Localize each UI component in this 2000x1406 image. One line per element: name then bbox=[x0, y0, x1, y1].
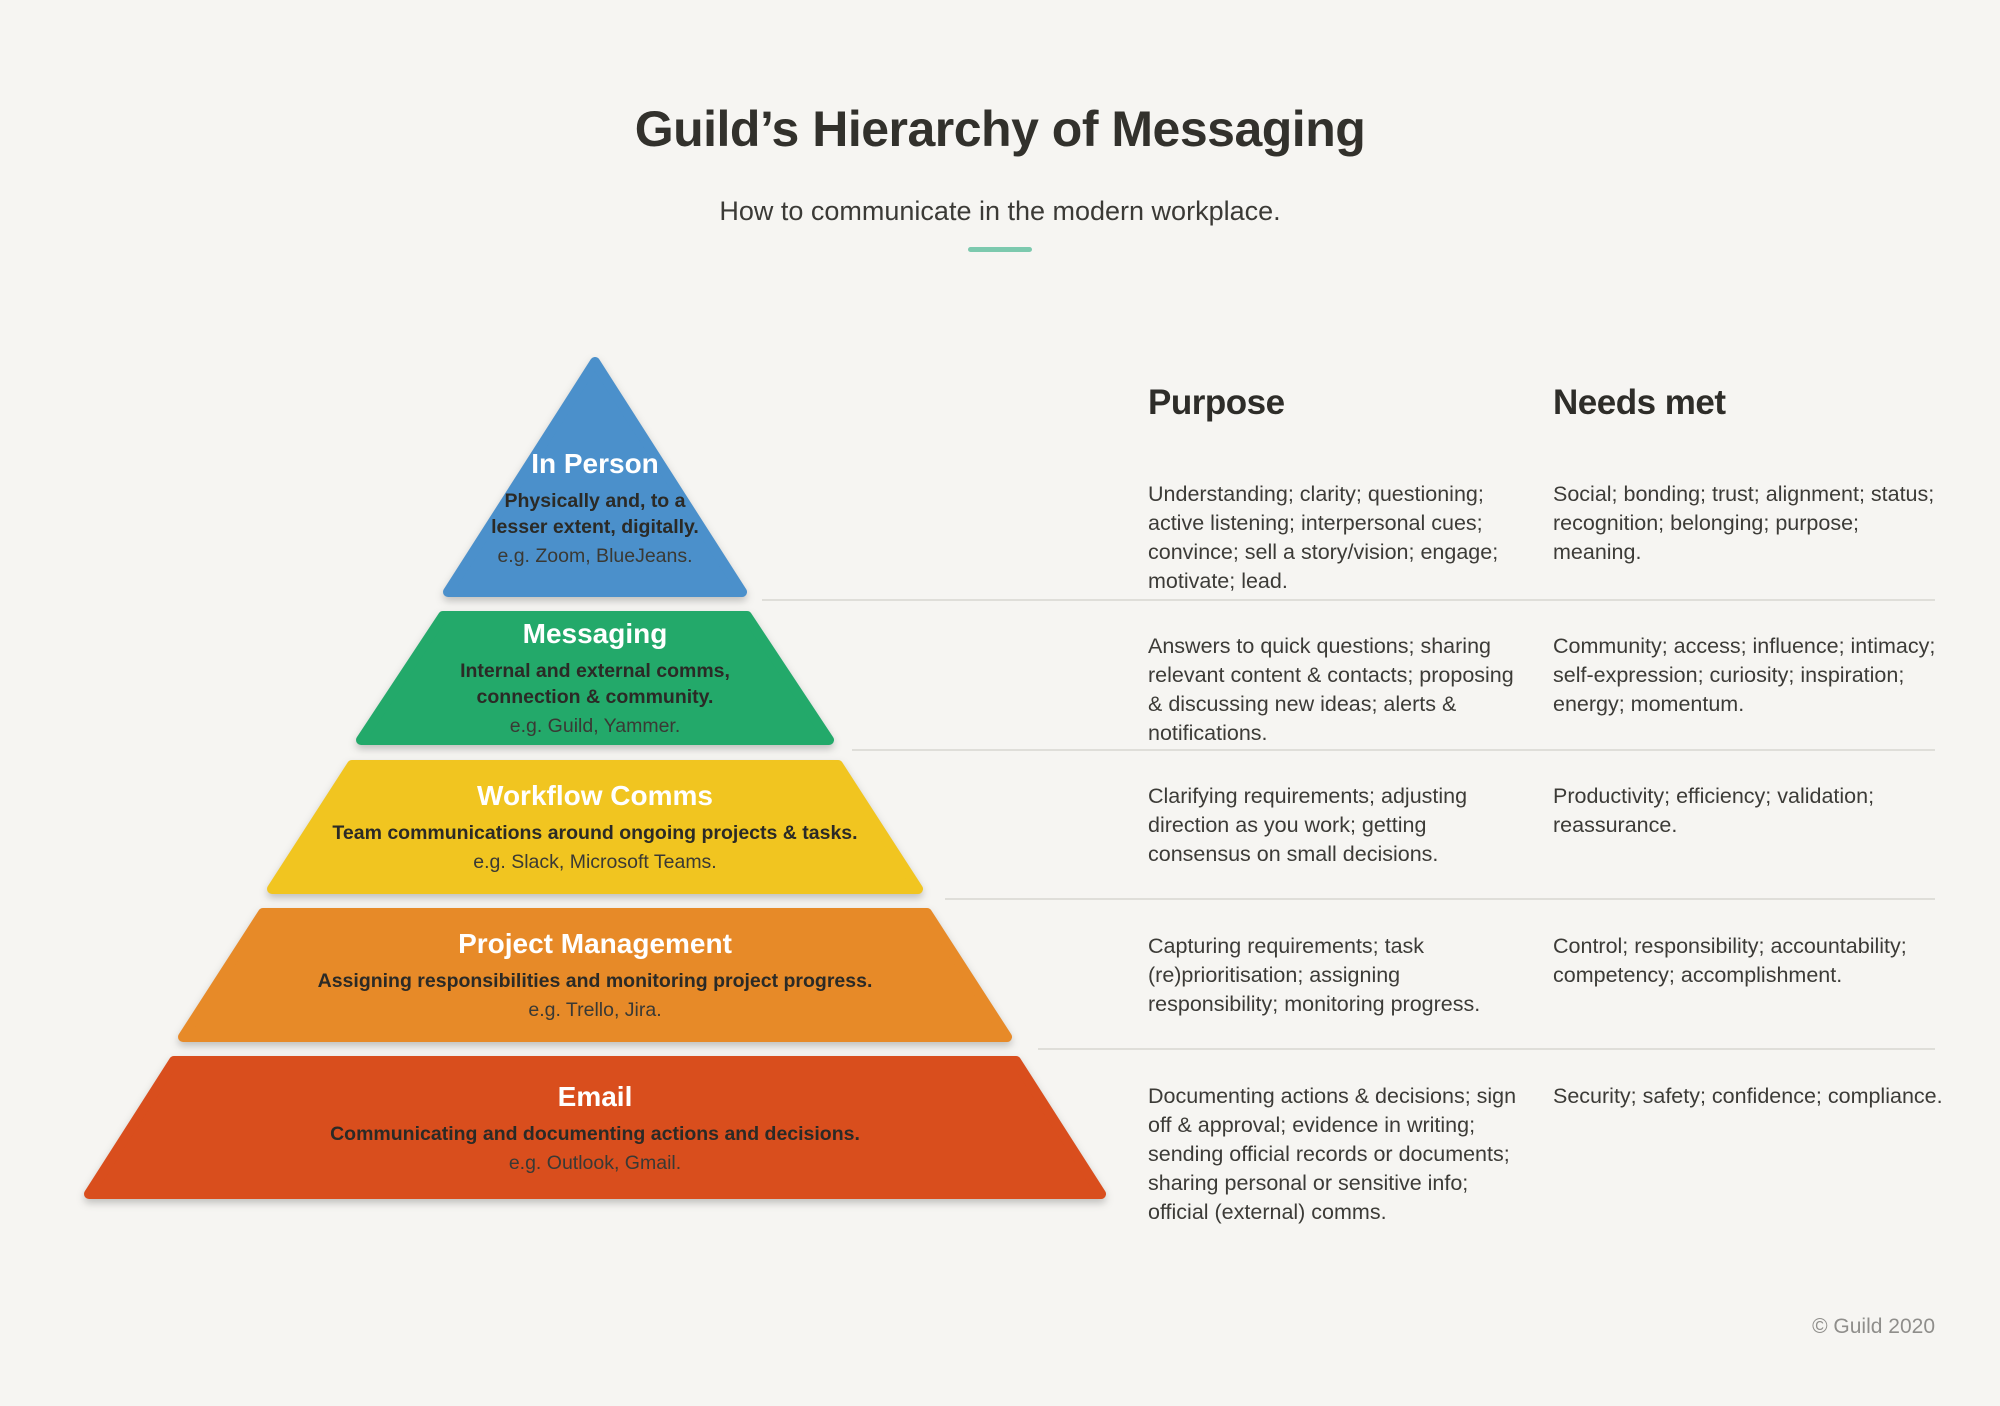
needs-met-column-header: Needs met bbox=[1553, 383, 1726, 422]
level-example: e.g. Trello, Jira. bbox=[528, 998, 662, 1021]
row-divider bbox=[1038, 1048, 1935, 1050]
purpose-cell-workflow-comms: Clarifying requirements; adjusting direc… bbox=[1148, 784, 1468, 866]
page-subtitle: How to communicate in the modern workpla… bbox=[719, 196, 1281, 226]
level-description: Internal and external comms, connection … bbox=[460, 660, 730, 708]
purpose-cell-project-management: Capturing requirements; task (re)priorit… bbox=[1148, 934, 1481, 1016]
level-title: Project Management bbox=[458, 927, 732, 959]
copyright-text: © Guild 2020 bbox=[1812, 1315, 1935, 1338]
level-title: Workflow Comms bbox=[477, 779, 713, 811]
needs-cell-project-management: Control; responsibility; accountability;… bbox=[1553, 934, 1907, 987]
pyramid-level-label-in-person: In Person Physically and, to a lesser ex… bbox=[445, 418, 745, 598]
pyramid-level-messaging-shape bbox=[356, 611, 834, 745]
level-description: Team communications around ongoing proje… bbox=[332, 822, 858, 845]
level-description: Communicating and documenting actions an… bbox=[330, 1123, 860, 1146]
row-divider bbox=[852, 749, 1935, 751]
level-description: Physically and, to a lesser extent, digi… bbox=[491, 490, 699, 538]
level-description: Assigning responsibilities and monitorin… bbox=[317, 970, 873, 993]
level-example: e.g. Zoom, BlueJeans. bbox=[497, 544, 693, 567]
level-example: e.g. Outlook, Gmail. bbox=[508, 1151, 682, 1174]
level-example: e.g. Slack, Microsoft Teams. bbox=[473, 850, 717, 873]
accent-rule bbox=[968, 247, 1032, 252]
level-title: In Person bbox=[531, 448, 659, 480]
page-title: Guild’s Hierarchy of Messaging bbox=[634, 101, 1366, 157]
purpose-cell-in-person: Understanding; clarity; questioning; act… bbox=[1148, 482, 1499, 593]
needs-cell-in-person: Social; bonding; trust; alignment; statu… bbox=[1553, 482, 1935, 564]
needs-cell-messaging: Community; access; influence; intimacy; … bbox=[1553, 634, 1936, 716]
needs-cell-email: Security; safety; confidence; compliance… bbox=[1553, 1084, 1943, 1108]
pyramid-diagram bbox=[84, 357, 1106, 1199]
pyramid-level-workflow-comms-shape bbox=[267, 760, 923, 894]
purpose-cell-email: Documenting actions & decisions; sign of… bbox=[1148, 1084, 1517, 1224]
pyramid-level-label-email: Email Communicating and documenting acti… bbox=[90, 1053, 1100, 1203]
level-example: e.g. Guild, Yammer. bbox=[509, 714, 681, 737]
pyramid-level-project-management-shape bbox=[178, 908, 1012, 1042]
pyramid-level-in-person-shape bbox=[443, 357, 747, 597]
pyramid-level-label-messaging: Messaging Internal and external comms, c… bbox=[375, 608, 815, 748]
purpose-column-header: Purpose bbox=[1148, 383, 1285, 422]
pyramid-level-label-project-management: Project Management Assigning responsibil… bbox=[175, 905, 1015, 1045]
row-divider bbox=[945, 898, 1935, 900]
purpose-cell-messaging: Answers to quick questions; sharing rele… bbox=[1148, 634, 1514, 745]
level-title: Email bbox=[557, 1080, 633, 1112]
needs-cell-workflow-comms: Productivity; efficiency; validation; re… bbox=[1553, 784, 1875, 837]
pyramid-level-label-workflow-comms: Workflow Comms Team communications aroun… bbox=[260, 757, 930, 897]
level-title: Messaging bbox=[522, 618, 668, 650]
row-divider bbox=[762, 599, 1935, 601]
pyramid-level-email-shape bbox=[84, 1056, 1106, 1199]
